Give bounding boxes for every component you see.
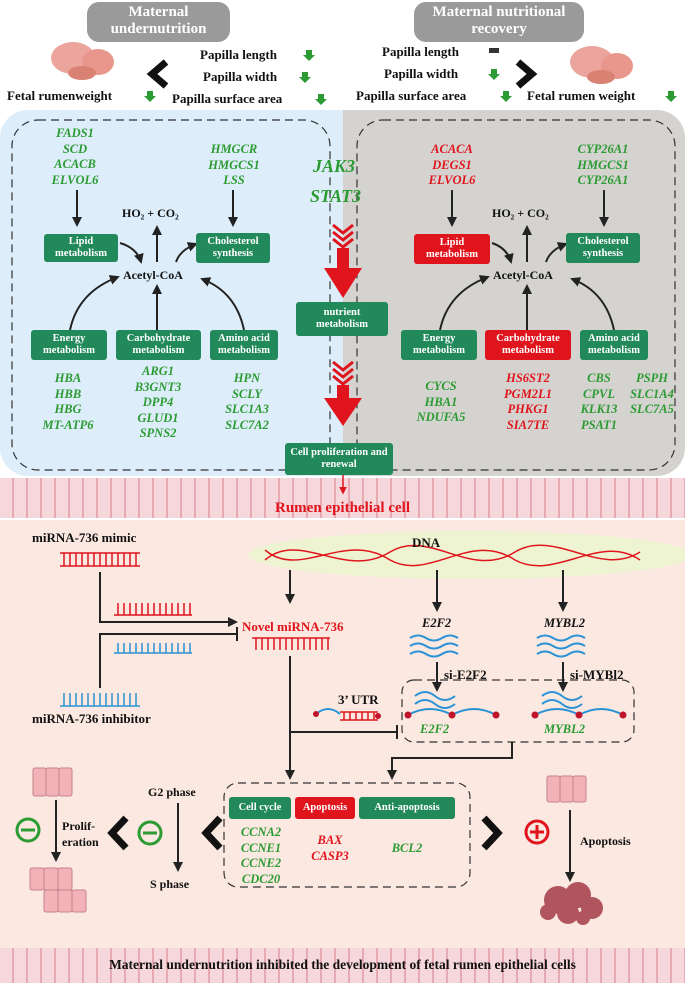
cell-cluster-top-left (32, 767, 73, 797)
mybl2-mrna (536, 634, 586, 658)
left-papilla-width: Papilla width (203, 69, 278, 84)
inhibitor-label: miRNA-736 inhibitor (32, 711, 151, 726)
g2-phase-label: G2 phase (148, 785, 196, 799)
left-energy-box: Energy metabolism (31, 330, 107, 360)
si-mybl2-label: si-MYBl2 (570, 667, 624, 682)
stat3-label: STAT3 (310, 186, 362, 206)
cellcycle-dashed-frame (223, 782, 471, 888)
inhibitor-ladder-blue (60, 693, 140, 707)
right-papilla-surface: Papilla surface area (356, 88, 467, 103)
rumen-cell-title: Rumen epithelial cell (275, 500, 410, 516)
left-products: HO₂ + CO₂ (122, 206, 179, 220)
left-carb-box: Carbohydrate metabolism (116, 330, 201, 360)
nutrient-metabolism-box: nutrient metabolism (296, 302, 388, 336)
knockdown-mrna (407, 691, 624, 717)
left-chol-box: Cholesterol synthesis (196, 233, 270, 263)
s-phase-label: S phase (150, 877, 190, 891)
single-strand-blue (114, 643, 192, 654)
e2f2-mrna (409, 634, 459, 658)
dna-label: DNA (412, 535, 441, 550)
red-chevron-arrow-top (324, 223, 362, 298)
cell-proliferation-box: Cell proliferation and renewal (285, 443, 393, 475)
left-lipid-box: Lipid metabolism (44, 234, 118, 262)
right-energy-box: Energy metabolism (401, 330, 477, 360)
anti-apoptosis-genes: BCL2 (391, 841, 423, 855)
maternal-recovery-title: Maternal nutritional recovery (414, 2, 584, 42)
left-dashed-frame (11, 119, 331, 471)
dna-strands (264, 544, 641, 567)
utr-label: 3’ UTR (338, 692, 379, 707)
single-strand-red (114, 603, 192, 616)
cell-cluster-right (546, 775, 587, 803)
right-papilla-width: Papilla width (384, 66, 459, 81)
maternal-undernutrition-title: Maternal undernutrition (87, 2, 230, 42)
proliferation-label: Prolif-eration (62, 819, 99, 849)
novel-mirna-label: Novel miRNA-736 (242, 619, 344, 634)
right-lipid-box: Lipid metabolism (414, 234, 490, 264)
left-papilla-surface: Papilla surface area (172, 91, 283, 106)
right-carb-box: Carbohydrate metabolism (485, 330, 571, 360)
right-amino-box: Amino acid metabolism (580, 330, 648, 360)
red-chevron-arrow-bottom (324, 360, 362, 426)
si-e2f2-label: si-E2F2 (444, 667, 487, 682)
stomach-image-left (51, 42, 114, 80)
e2f2-top-label: E2F2 (422, 616, 452, 630)
anti-apoptosis-box: Anti-apoptosis (359, 797, 455, 819)
stomach-image-right (570, 46, 633, 84)
epithelium-strip-bottom (0, 948, 685, 983)
right-chol-box: Cholesterol synthesis (566, 233, 640, 263)
left-amino-box: Amino acid metabolism (210, 330, 278, 360)
cell-cycle-box: Cell cycle (229, 797, 291, 819)
left-panel-background (0, 110, 343, 476)
apoptotic-cell-cluster (540, 882, 603, 925)
apoptosis-side-label: Apoptosis (580, 834, 631, 848)
jak3-label: JAK3 (313, 156, 356, 176)
right-dashed-frame (356, 119, 676, 471)
e2f2-knockdown-label: E2F2 (420, 722, 450, 736)
left-papilla-length: Papilla length (200, 47, 277, 62)
mybl2-knockdown-label: MYBL2 (544, 722, 585, 736)
right-papilla-length: Papilla length (382, 44, 459, 59)
right-acetyl-coa: Acetyl-CoA (493, 268, 553, 282)
apoptosis-box: Apoptosis (295, 797, 355, 819)
mimic-ladder (60, 552, 140, 567)
novel-mirna-ladder (252, 637, 330, 650)
left-fetal-weight: Fetal rumenweight (7, 88, 113, 103)
mybl2-top-label: MYBL2 (544, 616, 585, 630)
left-acetyl-coa: Acetyl-CoA (123, 268, 183, 282)
right-fetal-weight: Fetal rumen weight (527, 88, 636, 103)
footer-conclusion: Maternal undernutrition inhibited the de… (109, 957, 576, 972)
right-panel-background (343, 110, 685, 476)
cell-cluster-bottom-left (29, 867, 87, 913)
knockdown-dashed-frame (401, 679, 635, 743)
mimic-label: miRNA-736 mimic (32, 530, 137, 545)
right-products: HO₂ + CO₂ (492, 206, 549, 220)
